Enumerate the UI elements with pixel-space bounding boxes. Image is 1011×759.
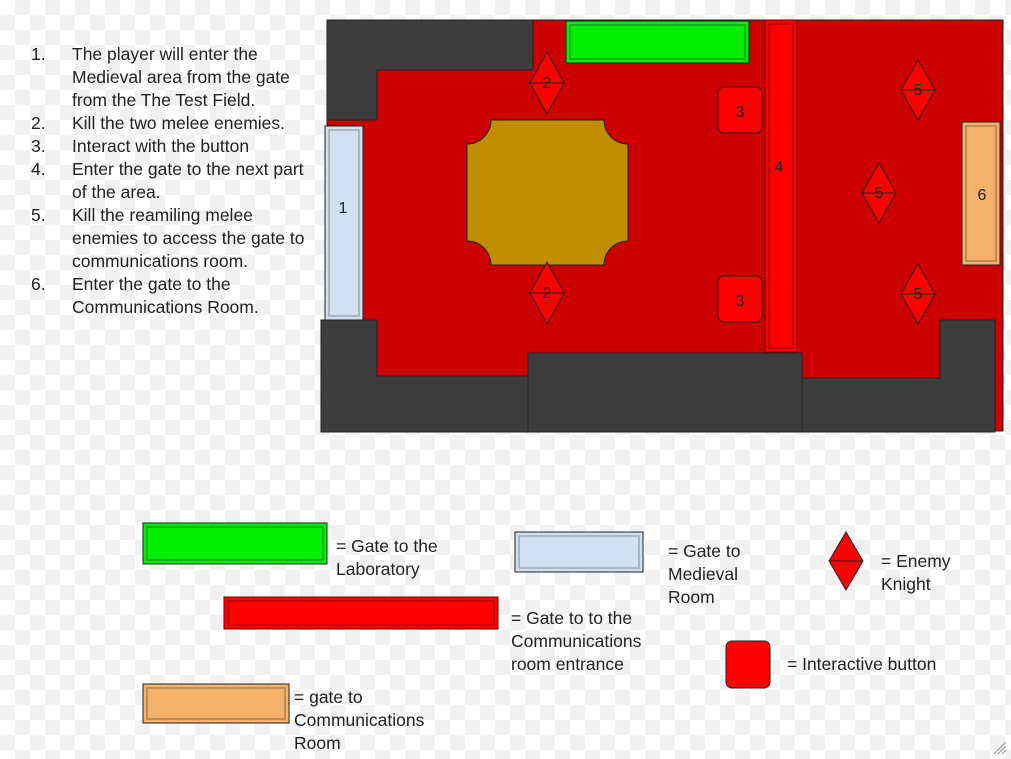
- step-text: Enter the gate to the Communications Roo…: [72, 274, 259, 317]
- legend-comm-room-gate-label: = gate to Communications Room: [294, 686, 424, 755]
- enemy-knight: 5: [900, 262, 936, 326]
- legend-text: = gate to: [294, 687, 363, 707]
- wall-bottom-right: [801, 319, 996, 433]
- legend-swatch-medieval-gate: [514, 531, 644, 573]
- instruction-step: 6. Enter the gate to the Communications R…: [22, 273, 312, 319]
- legend-swatch-comm-entrance-gate: [223, 596, 499, 630]
- legend-text: room entrance: [511, 654, 624, 674]
- central-pit: [466, 119, 629, 266]
- instructions-list: 1. The player will enter the Medieval are…: [22, 43, 312, 319]
- step-number: 3.: [31, 136, 46, 156]
- enemy-knight: 2: [529, 260, 565, 326]
- comm-entrance-gate: 4: [764, 19, 798, 353]
- button-label: 3: [736, 293, 745, 310]
- enemy-knight: 5: [861, 161, 897, 225]
- legend-text: Laboratory: [336, 559, 420, 579]
- step-number: 6.: [31, 274, 46, 294]
- step-text: Enter the gate to the next part of the a…: [72, 159, 304, 202]
- step-text: Kill the reamiling melee enemies to acce…: [72, 205, 305, 271]
- legend-button-label: = Interactive button: [787, 653, 936, 676]
- legend-medieval-gate-label: = Gate to Medieval Room: [668, 540, 740, 609]
- legend-text: = Enemy: [881, 551, 951, 571]
- legend-swatch-laboratory-gate: [142, 522, 328, 565]
- button-label: 3: [736, 104, 745, 121]
- comm-room-gate-label: 6: [978, 187, 987, 204]
- legend-text: Communications: [294, 710, 425, 730]
- step-text: The player will enter the Medieval area …: [72, 44, 290, 110]
- legend-text: Communications: [511, 631, 642, 651]
- wall-bottom-center: [527, 352, 803, 433]
- legend-comm-entrance-gate-label: = Gate to to the Communications room ent…: [511, 607, 641, 676]
- instruction-step: 5. Kill the reamiling melee enemies to ac…: [22, 204, 312, 273]
- interactive-button: 3: [717, 86, 763, 134]
- legend-text: Medieval: [668, 564, 739, 584]
- enemy-label: 2: [543, 285, 552, 302]
- step-text: Interact with the button: [72, 136, 250, 156]
- legend-enemy-label: = Enemy Knight: [881, 550, 951, 596]
- enemy-knight: 5: [900, 58, 936, 122]
- legend-swatch-enemy: [828, 531, 864, 591]
- enemy-label: 5: [875, 185, 884, 202]
- interactive-button: 3: [717, 275, 763, 323]
- instruction-step: 4. Enter the gate to the next part of the…: [22, 158, 312, 204]
- step-number: 2.: [31, 113, 46, 133]
- legend-text: = Gate to: [668, 541, 741, 561]
- legend-text: = Interactive button: [787, 654, 937, 674]
- legend-text: Knight: [881, 574, 931, 594]
- medieval-gate-label: 1: [339, 200, 348, 217]
- legend-text: Room: [668, 587, 715, 607]
- enemy-label: 2: [543, 75, 552, 92]
- step-number: 4.: [31, 159, 46, 179]
- enemy-label: 5: [914, 82, 923, 99]
- medieval-gate: 1: [324, 125, 364, 321]
- legend-swatch-comm-room-gate: [142, 683, 290, 724]
- step-text: Kill the two melee enemies.: [72, 113, 286, 133]
- legend-laboratory-gate-label: = Gate to the Laboratory: [336, 535, 438, 581]
- comm-room-gate: 6: [961, 121, 1001, 266]
- legend-text: Room: [294, 733, 341, 753]
- laboratory-gate: [565, 20, 750, 64]
- instruction-step: 3. Interact with the button: [22, 135, 312, 158]
- comm-entrance-gate-label: 4: [775, 159, 784, 176]
- legend-text: = Gate to to the: [511, 608, 633, 628]
- instruction-step: 2. Kill the two melee enemies.: [22, 112, 312, 135]
- legend-swatch-button: [725, 640, 771, 689]
- legend-text: = Gate to the: [336, 536, 438, 556]
- step-number: 5.: [31, 205, 46, 225]
- enemy-label: 5: [914, 286, 923, 303]
- enemy-knight: 2: [529, 50, 565, 116]
- step-number: 1.: [31, 44, 46, 64]
- wall-top-left: [326, 19, 534, 121]
- resize-grip-icon[interactable]: [989, 737, 1007, 755]
- instruction-step: 1. The player will enter the Medieval are…: [22, 43, 312, 112]
